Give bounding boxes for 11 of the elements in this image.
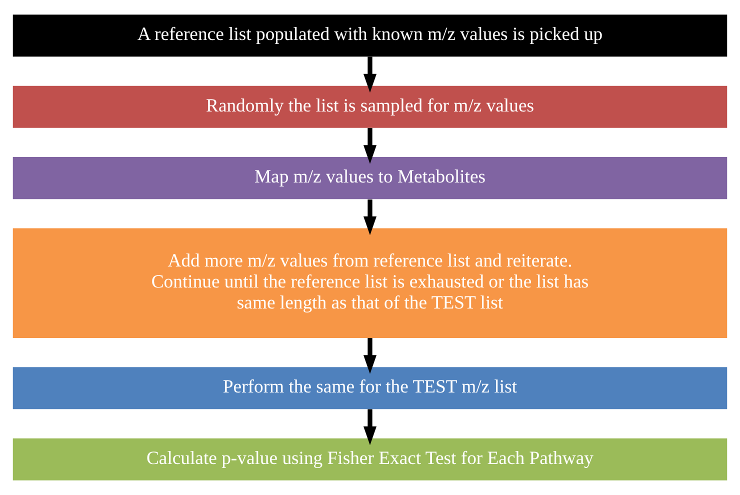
node-box: Add more m/z values from reference list and reiterate. Continue until the reference list is exhausted or the list has same length as that of the TEST list <box>12 228 728 338</box>
node-box: Randomly the list is sampled for m/z values <box>12 86 728 128</box>
node-box: Map m/z values to Metabolites <box>12 157 728 200</box>
node-box: Calculate p-value using Fisher Exact Test for Each Pathway <box>12 438 728 480</box>
arrow <box>363 409 377 446</box>
node-box: Perform the same for the TEST m/z list <box>12 367 728 410</box>
arrow <box>363 200 377 236</box>
node-box: A reference list populated with known m/z values is picked up <box>12 14 728 57</box>
arrow <box>363 338 377 374</box>
arrow <box>363 56 377 93</box>
arrow <box>363 128 377 164</box>
